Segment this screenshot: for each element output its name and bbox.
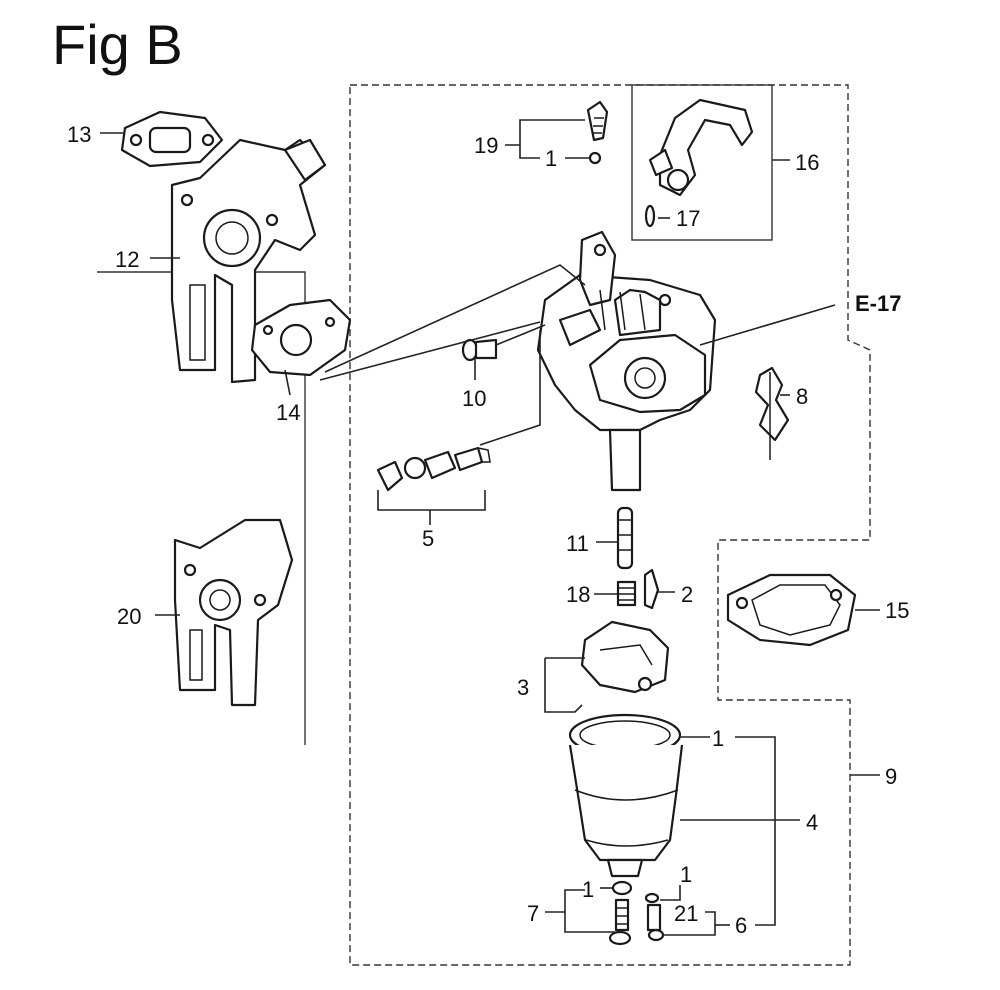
- callout-1d: 1: [680, 862, 692, 887]
- callout-14: 14: [276, 400, 300, 425]
- callout-4: 4: [806, 810, 818, 835]
- leader-lines: [100, 119, 880, 936]
- callout-10: 10: [462, 386, 486, 411]
- clip-17: [644, 204, 656, 228]
- callout-17: 17: [676, 206, 700, 231]
- alternate-bracket-frame: [97, 271, 306, 745]
- figure-title: Fig B: [52, 13, 183, 76]
- drain-screw-21: [644, 892, 665, 942]
- gasket-14: [250, 298, 352, 377]
- carburetor-assembly-box: [349, 84, 871, 966]
- callout-20: 20: [117, 604, 141, 629]
- callout-1b: 1: [712, 726, 724, 751]
- gasket-8: [754, 366, 790, 460]
- bracket-12: [170, 138, 327, 384]
- jet-11: [616, 506, 634, 570]
- callout-2: 2: [681, 582, 693, 607]
- choke-lever-box: [631, 84, 773, 241]
- callout-3: 3: [517, 675, 529, 700]
- callout-11: 11: [566, 531, 589, 556]
- callout-21: 21: [674, 901, 698, 926]
- screw-19: [586, 100, 609, 165]
- callout-8: 8: [796, 384, 808, 409]
- screw-10: [461, 338, 498, 362]
- callout-18: 18: [566, 582, 590, 607]
- callout-16: 16: [795, 150, 819, 175]
- bracket-20: [173, 518, 294, 707]
- callout-19: 19: [474, 133, 498, 158]
- pilot-screw-5: [376, 446, 491, 492]
- gasket-15: [726, 573, 857, 647]
- callout-15: 15: [885, 598, 909, 623]
- callout-6: 6: [735, 913, 747, 938]
- callout-1c: 1: [582, 877, 594, 902]
- gasket-13: [120, 110, 224, 168]
- float-bowl-4: [568, 713, 684, 878]
- spring-18: [616, 580, 637, 607]
- carburetor-body: [536, 230, 717, 492]
- callout-13: 13: [67, 122, 91, 147]
- callout-7: 7: [527, 901, 539, 926]
- reference-e17: E-17: [855, 291, 901, 316]
- callout-5: 5: [422, 526, 434, 551]
- callout-9: 9: [885, 764, 897, 789]
- drain-bolt-7: [608, 880, 633, 946]
- callout-1a: 1: [545, 146, 557, 171]
- choke-lever-16: [648, 98, 754, 197]
- callout-12: 12: [115, 247, 139, 272]
- float-3: [580, 620, 670, 694]
- needle-2: [643, 568, 660, 610]
